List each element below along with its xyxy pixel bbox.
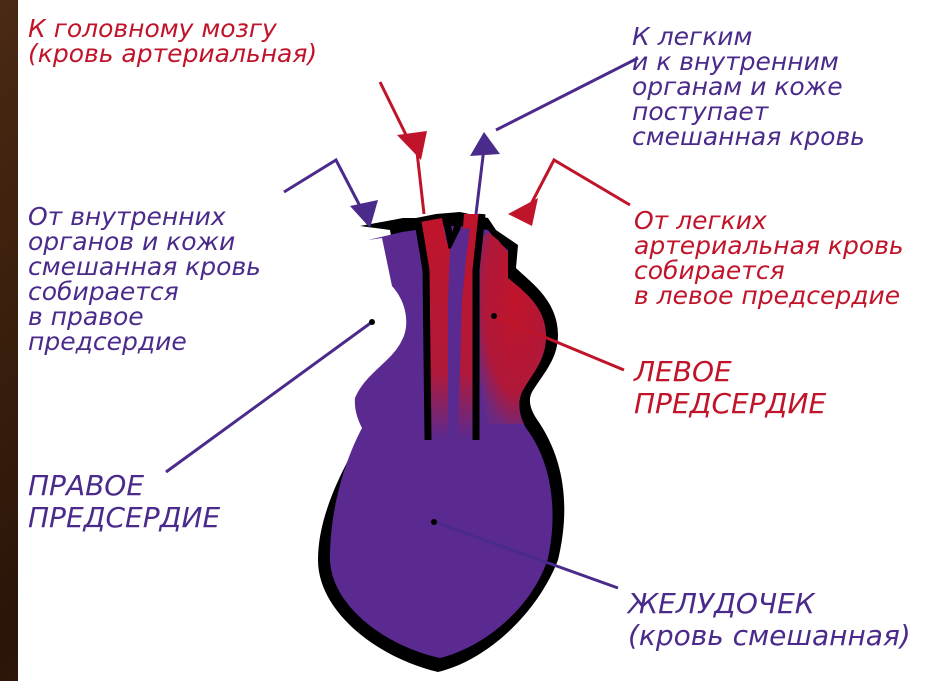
label-right-atrium: ПРАВОЕ ПРЕДСЕРДИЕ bbox=[28, 470, 220, 534]
arrow-from-lungs bbox=[508, 160, 630, 226]
arrow-to-brain bbox=[380, 82, 427, 214]
label-left-atrium: ЛЕВОЕ ПРЕДСЕРДИЕ bbox=[634, 356, 826, 420]
label-from-lungs: От легких артериальная кровь собирается … bbox=[634, 208, 904, 308]
diagram-panel: К головному мозгу (кровь артериальная) К… bbox=[18, 0, 942, 681]
label-to-brain: К головному мозгу (кровь артериальная) bbox=[28, 16, 317, 66]
label-from-organs: От внутренних органов и кожи смешанная к… bbox=[28, 204, 261, 354]
arrow-from-organs bbox=[284, 160, 378, 228]
label-ventricle: ЖЕЛУДОЧЕК (кровь смешанная) bbox=[628, 588, 911, 652]
arrow-to-lungs bbox=[470, 58, 638, 214]
label-to-lungs: К легким и к внутренним органам и коже п… bbox=[632, 24, 865, 149]
